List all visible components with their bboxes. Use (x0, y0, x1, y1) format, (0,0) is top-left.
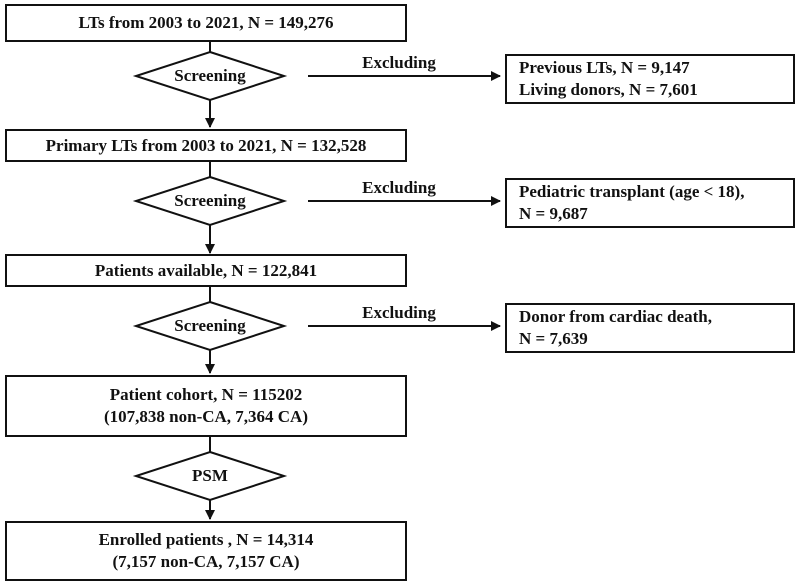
exclusion-line: N = 9,687 (519, 204, 588, 223)
excluding-label-2: Excluding (362, 178, 436, 197)
box-line: (107,838 non-CA, 7,364 CA) (104, 407, 308, 426)
box-line: Patients available, N = 122,841 (94, 260, 318, 280)
exclusion-box-previous-living: Previous LTs, N = 9,147 Living donors, N… (505, 54, 795, 104)
diamond-label-screening-2: Screening (174, 191, 246, 210)
box-line: Patient cohort, N = 115202 (109, 385, 303, 404)
exclusion-line: Living donors, N = 7,601 (519, 80, 698, 99)
exclusion-box-pediatric: Pediatric transplant (age < 18), N = 9,6… (505, 178, 795, 228)
box-enrolled-patients: Enrolled patients , N = 14,314 (7,157 no… (5, 521, 407, 581)
diamond-label-psm: PSM (192, 466, 228, 485)
excluding-label-1: Excluding (362, 53, 436, 72)
box-patient-cohort: Patient cohort, N = 115202 (107,838 non-… (5, 375, 407, 437)
exclusion-line: Previous LTs, N = 9,147 (519, 58, 690, 77)
box-all-lts: LTs from 2003 to 2021, N = 149,276 (5, 4, 407, 42)
exclusion-line: Pediatric transplant (age < 18), (519, 182, 745, 201)
box-line: (7,157 non-CA, 7,157 CA) (112, 552, 300, 571)
diamond-label-screening-3: Screening (174, 316, 246, 335)
box-line: Primary LTs from 2003 to 2021, N = 132,5… (45, 135, 367, 155)
exclusion-line: Donor from cardiac death, (519, 307, 712, 326)
box-primary-lts: Primary LTs from 2003 to 2021, N = 132,5… (5, 129, 407, 162)
exclusion-box-cardiac-death: Donor from cardiac death, N = 7,639 (505, 303, 795, 353)
excluding-label-3: Excluding (362, 303, 436, 322)
exclusion-line: N = 7,639 (519, 329, 588, 348)
box-line: LTs from 2003 to 2021, N = 149,276 (78, 13, 334, 32)
box-line: Enrolled patients , N = 14,314 (98, 530, 314, 549)
diamond-label-screening-1: Screening (174, 66, 246, 85)
box-patients-available: Patients available, N = 122,841 (5, 254, 407, 287)
